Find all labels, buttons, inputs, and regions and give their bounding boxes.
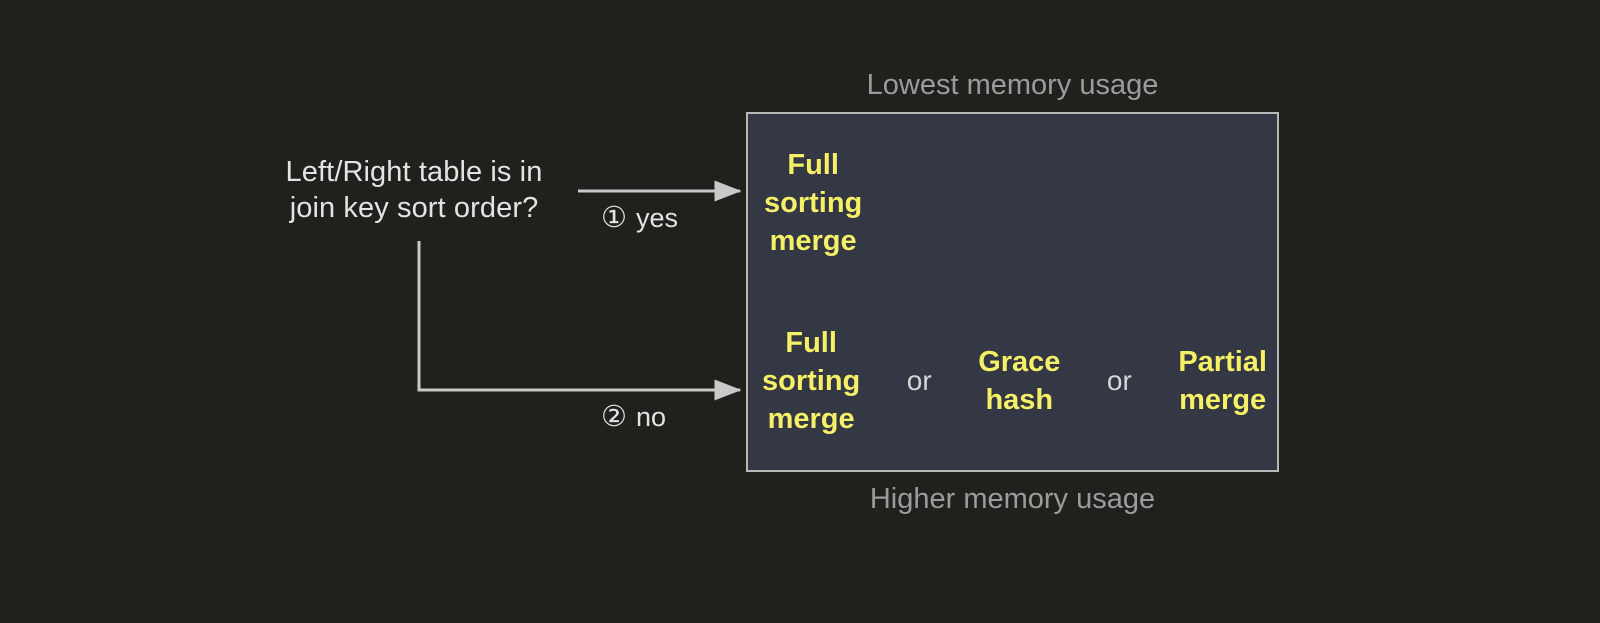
outcome-grace-hash: Grace hash (978, 346, 1061, 416)
decision-question: Left/Right table is in join key sort ord… (285, 156, 543, 224)
branch-marker-1: ① (601, 202, 627, 234)
outcome-full-sorting-merge-sorted: Full sorting merge (764, 149, 863, 257)
branch-marker-2: ② (601, 401, 627, 433)
branch-text-1: yes (636, 203, 679, 233)
separator-or-1: or (906, 365, 932, 396)
branch-text-2: no (636, 402, 667, 432)
separator-or-2: or (1106, 365, 1132, 396)
outcome-row-sorted: Full sorting merge (748, 114, 1277, 292)
branch-label-yes: ① yes (601, 203, 678, 233)
outcomes-panel: Full sorting merge Full sorting merge or… (746, 112, 1279, 472)
outcome-row-unsorted: Full sorting merge or Grace hash or Part… (748, 292, 1277, 470)
caption-higher-memory: Higher memory usage (869, 483, 1156, 515)
caption-lowest-memory: Lowest memory usage (866, 69, 1159, 101)
outcome-partial-merge: Partial merge (1178, 346, 1267, 416)
branch-label-no: ② no (601, 402, 666, 432)
connector-no (417, 241, 742, 401)
outcome-full-sorting-merge-unsorted: Full sorting merge (762, 327, 861, 435)
